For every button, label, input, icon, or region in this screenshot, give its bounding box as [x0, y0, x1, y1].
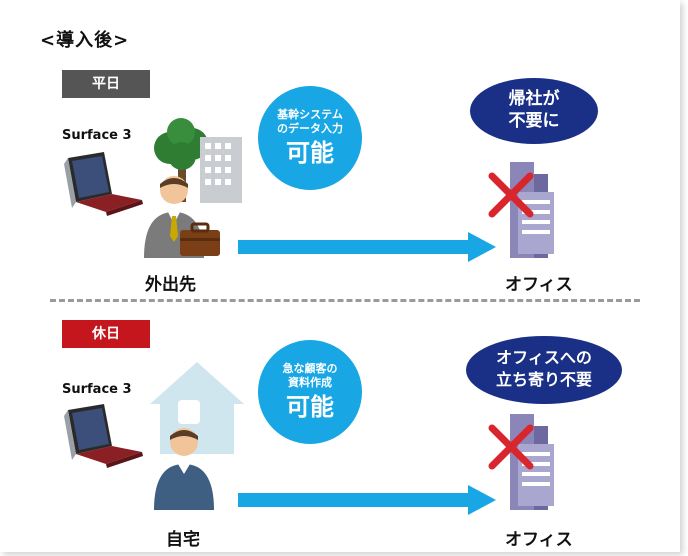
office-building-icon: [488, 414, 554, 510]
weekday-origin-label: 外出先: [145, 275, 196, 295]
weekday-capability-line2: のデータ入力: [277, 122, 343, 135]
weekday-result-oval: 帰社が 不要に: [470, 78, 598, 144]
holiday-capability-line2: 資料作成: [288, 376, 332, 389]
holiday-capability-big: 可能: [286, 393, 334, 421]
office-building-icon: [488, 162, 554, 258]
weekday-device-label: Surface 3: [62, 128, 132, 143]
person-icon: [154, 428, 214, 510]
weekday-arrow: [238, 232, 496, 262]
house-icon: [150, 362, 244, 454]
weekday-capability-line1: 基幹システム: [277, 108, 343, 121]
tablet-icon: [64, 152, 143, 216]
holiday-destination-label: オフィス: [505, 530, 573, 550]
page-title: <導入後>: [40, 30, 130, 51]
holiday-capability-circle: 急な顧客の 資料作成 可能: [258, 340, 362, 444]
weekday-capability-circle: 基幹システム のデータ入力 可能: [258, 86, 362, 190]
section-divider: [50, 299, 640, 302]
holiday-capability-line1: 急な顧客の: [282, 362, 338, 375]
building-icon: [200, 137, 242, 203]
weekday-label: 平日: [62, 70, 150, 98]
weekday-destination-label: オフィス: [505, 275, 573, 295]
weekday-result-line2: 不要に: [508, 111, 560, 131]
holiday-label: 休日: [62, 320, 150, 348]
holiday-result-line1: オフィスへの: [496, 348, 592, 367]
holiday-arrow: [238, 485, 496, 515]
businessman-icon: [144, 176, 220, 258]
holiday-origin-label: 自宅: [166, 530, 200, 550]
tablet-icon: [64, 404, 143, 468]
weekday-result-line1: 帰社が: [508, 89, 560, 109]
holiday-device-label: Surface 3: [62, 382, 132, 397]
holiday-result-oval: オフィスへの 立ち寄り不要: [466, 336, 622, 404]
holiday-result-line2: 立ち寄り不要: [495, 370, 592, 389]
weekday-capability-big: 可能: [286, 139, 334, 167]
